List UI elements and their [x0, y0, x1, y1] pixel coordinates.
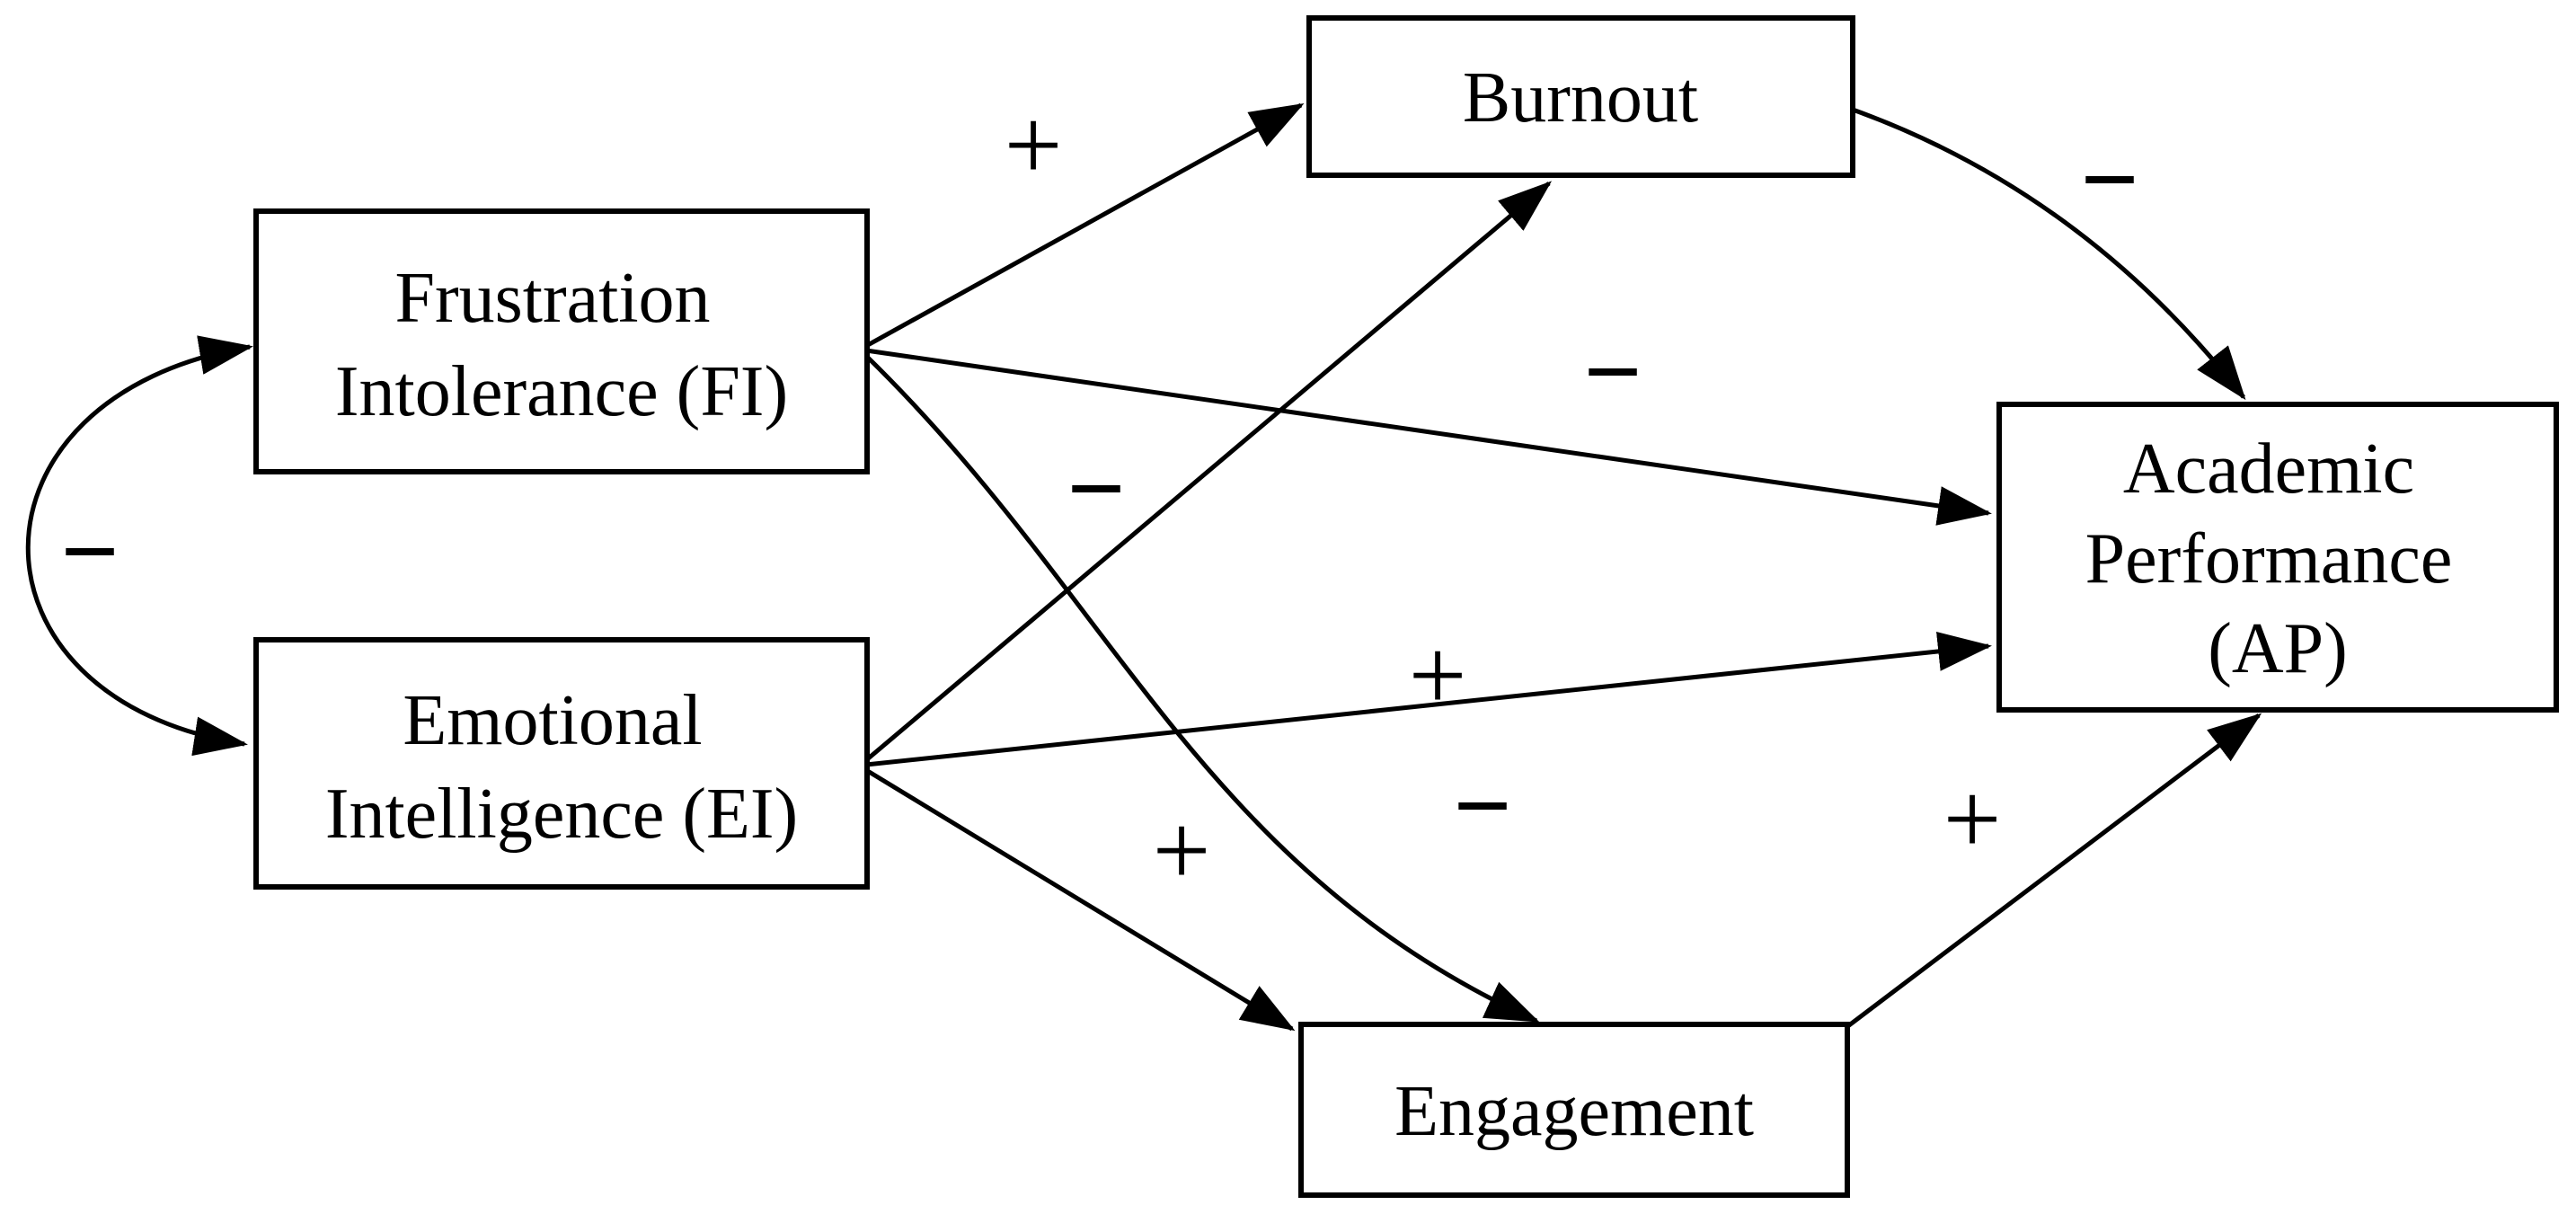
ap-label-line2: Performance	[2085, 519, 2453, 598]
edge-ei-to-ap-arrow	[865, 632, 1992, 767]
sign-ei-to-burnout: −	[1067, 431, 1126, 545]
ei-label-line1: Emotional	[403, 681, 702, 760]
edge-fi-to-engagement-arrow	[864, 354, 1540, 1023]
node-frustration-intolerance-box	[253, 208, 870, 474]
node-engagement-box	[1298, 1022, 1850, 1198]
sign-engagement-to-ap: +	[1943, 762, 2002, 876]
edge-burnout-to-ap-arrow	[1852, 107, 2246, 401]
ei-label-line2: Intelligence (EI)	[325, 775, 798, 854]
sign-ei-to-ap: +	[1409, 618, 1467, 732]
node-frustration-intolerance-label: Frustration Intolerance (FI)	[335, 259, 788, 431]
sign-fi-to-burnout: +	[1005, 88, 1063, 202]
edge-fi-to-burnout-arrow	[864, 102, 1305, 349]
sign-fi-to-ap: −	[1583, 315, 1642, 429]
nodes-group: Frustration Intolerance (FI) Emotional I…	[253, 15, 2559, 1198]
sign-fi-ei-covariance: −	[60, 494, 120, 608]
node-burnout-label: Burnout	[1463, 58, 1698, 137]
sign-ei-to-engagement: +	[1153, 793, 1211, 908]
edge-fi-to-ap-arrow	[865, 348, 1992, 526]
sign-fi-to-engagement: −	[1453, 749, 1512, 863]
node-burnout-box	[1306, 15, 1855, 178]
edge-ei-to-engagement-arrow	[864, 767, 1296, 1032]
edge-engagement-to-ap-arrow	[1840, 713, 2262, 1032]
covariance-fi-ei-arc	[25, 335, 253, 757]
edges-group	[25, 102, 2262, 1032]
edge-ei-to-burnout-arrow	[864, 181, 1553, 762]
sign-labels-group: − + − − − + + − +	[60, 88, 2139, 908]
node-engagement-label: Engagement	[1394, 1072, 1754, 1151]
node-academic-performance-box	[1996, 402, 2559, 713]
fi-label-line1: Frustration	[394, 259, 710, 338]
ap-label-line3: (AP)	[2208, 609, 2348, 688]
node-emotional-intelligence-label: Emotional Intelligence (EI)	[325, 681, 798, 854]
fi-label-line2: Intolerance (FI)	[335, 352, 788, 431]
node-academic-performance-label: Academic Performance (AP)	[2085, 430, 2471, 688]
node-emotional-intelligence-box	[253, 637, 870, 890]
sign-burnout-to-ap: −	[2080, 122, 2139, 236]
ap-label-line1: Academic	[2123, 430, 2414, 509]
